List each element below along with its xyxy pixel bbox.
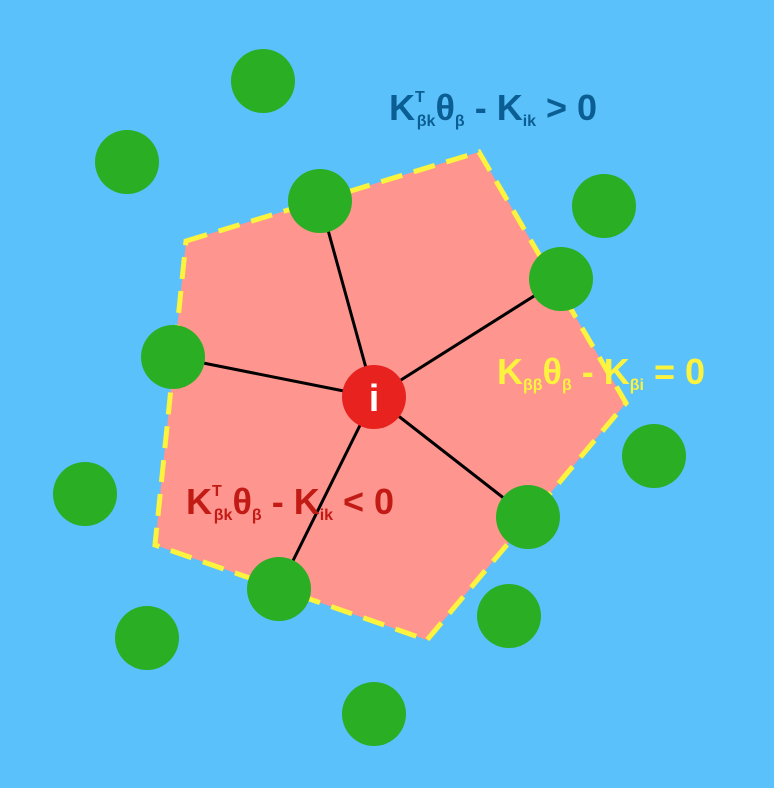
connected-node (496, 485, 560, 549)
neighbor-node (95, 130, 159, 194)
neighbor-nodes (53, 49, 686, 746)
outside-k2-sub: ik (523, 113, 536, 130)
neighbor-node (231, 49, 295, 113)
outside-minus: - (465, 87, 497, 128)
neighbor-node (53, 462, 117, 526)
connected-node (141, 325, 205, 389)
boundary-k2-sub: βi (630, 377, 644, 394)
inside-k2: K (294, 481, 320, 522)
edges (172, 200, 562, 590)
boundary-k-sub: ββ (523, 377, 543, 394)
inside-k: K (186, 481, 212, 522)
boundary-theta: θ (543, 351, 562, 392)
boundary-k: K (497, 351, 523, 392)
outside-k-sup: T (415, 89, 425, 106)
neighbor-node (342, 682, 406, 746)
connected-node (529, 247, 593, 311)
outside-k: K (389, 87, 415, 128)
inside-k-sup: T (212, 483, 222, 500)
boundary-condition-label: Kββθβ - Kβi = 0 (497, 351, 705, 394)
connected-node (288, 169, 352, 233)
edge-lower-right (373, 395, 529, 519)
outside-k2: K (497, 87, 523, 128)
outside-theta: θ (435, 87, 454, 128)
inside-k2-sub: ik (320, 507, 333, 524)
boundary-minus: - (572, 351, 604, 392)
center-node-label: i (369, 378, 380, 420)
edge-left (172, 355, 375, 399)
inside-minus: - (262, 481, 294, 522)
inside-theta: θ (232, 481, 251, 522)
neighbor-node (622, 424, 686, 488)
neighbor-node (115, 606, 179, 670)
boundary-k2: K (604, 351, 630, 392)
outside-rest: > 0 (536, 87, 597, 128)
outside-k-sub: βk (417, 113, 436, 130)
edge-upper-right (373, 277, 562, 399)
inside-theta-sub: β (252, 507, 262, 524)
edge-lower-left (277, 396, 376, 590)
outside-theta-sub: β (455, 113, 465, 130)
connected-node (247, 557, 311, 621)
center-node (342, 365, 406, 429)
neighbor-node (572, 174, 636, 238)
boundary-rest: = 0 (644, 351, 705, 392)
inside-rest: < 0 (333, 481, 394, 522)
neighbor-node (477, 584, 541, 648)
boundary-theta-sub: β (562, 377, 572, 394)
edge-top (318, 200, 376, 398)
inside-k-sub: βk (214, 507, 233, 524)
